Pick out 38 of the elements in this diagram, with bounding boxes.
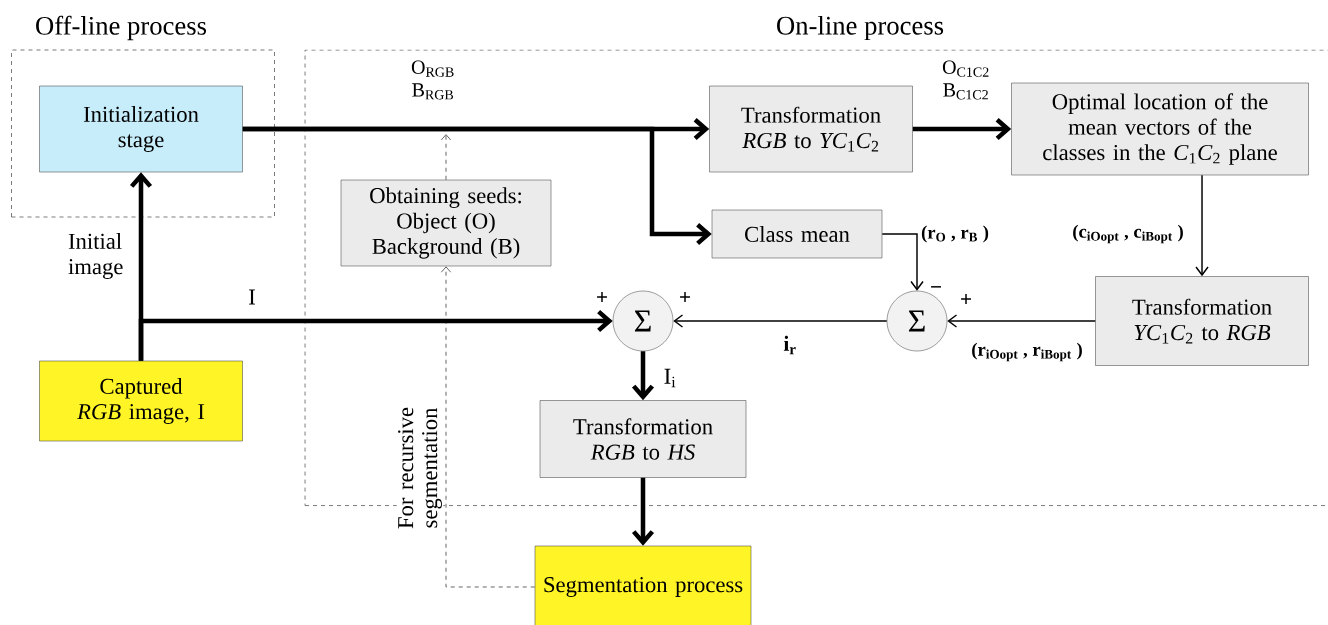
edge-label: O$_{RGB}$ B$_{RGB}$ bbox=[398, 59, 468, 101]
arrow bbox=[947, 314, 1096, 328]
arrow bbox=[138, 309, 613, 361]
arrow bbox=[242, 126, 712, 246]
process-box: Transformation RGB to HS bbox=[539, 400, 747, 478]
arrow bbox=[631, 477, 655, 546]
sign-label: + bbox=[597, 292, 607, 302]
edge-label: (r$_{O}$ , r$_{B}$ ) bbox=[919, 224, 991, 244]
process-box: Class mean bbox=[711, 209, 883, 259]
group-heading: On-line process bbox=[777, 15, 944, 41]
arrow bbox=[1195, 174, 1209, 277]
summing-junction: Σ bbox=[612, 290, 674, 352]
sign-label: + bbox=[961, 294, 971, 304]
process-box: Segmentation process bbox=[534, 545, 752, 625]
arrow bbox=[440, 266, 536, 588]
arrow bbox=[881, 233, 924, 291]
edge-label: O$_{C1C2}$ B$_{C1C2}$ bbox=[931, 59, 1001, 101]
group-heading: Off-line process bbox=[36, 15, 207, 41]
edge-label: I$_{i}$ bbox=[662, 367, 678, 389]
process-box: Initialization stage bbox=[39, 85, 243, 173]
arrow bbox=[631, 351, 655, 401]
arrow bbox=[440, 134, 452, 181]
process-box: Captured RGB image, I bbox=[39, 360, 243, 442]
arrow bbox=[912, 117, 1012, 141]
sign-label: − bbox=[931, 286, 941, 288]
edge-label: For recursive segmentation bbox=[396, 380, 444, 556]
edge-label: (r$_{iOopt}$ , r$_{iBopt}$ ) bbox=[969, 341, 1085, 363]
edge-label: i$_{r}$ bbox=[782, 334, 798, 356]
edge-label: I bbox=[246, 288, 258, 306]
process-box: Obtaining seeds: Object (O) Background (B) bbox=[340, 179, 552, 267]
edge-label: (c$_{iOopt}$ , c$_{iBopt}$ ) bbox=[1070, 223, 1186, 245]
sign-label: + bbox=[680, 292, 690, 302]
summing-junction: Σ bbox=[886, 290, 948, 352]
process-box: Transformation RGB to YC$_{1}$C$_{2}$ bbox=[709, 85, 913, 173]
process-box: Transformation YC$_{1}$C$_{2}$ to RGB bbox=[1095, 276, 1309, 366]
edge-label: Initial image bbox=[66, 231, 130, 281]
process-box: Optimal location of the mean vectors of the classes in the C$_{1}$C$_{2}$ plane bbox=[1011, 82, 1309, 176]
arrow bbox=[673, 314, 888, 328]
